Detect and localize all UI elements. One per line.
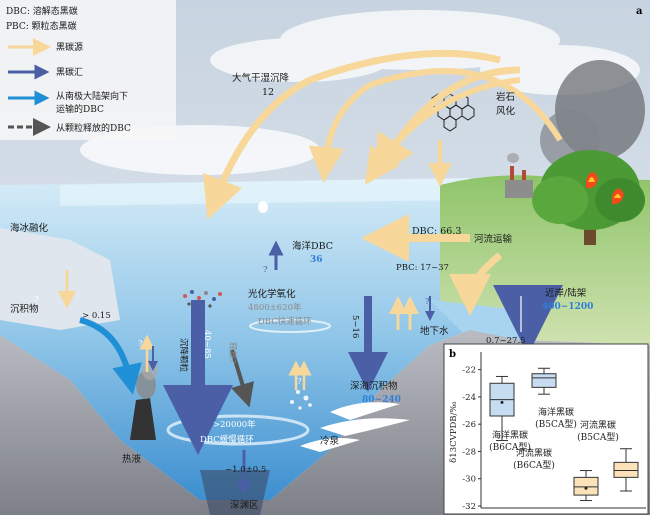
bubbles — [290, 390, 312, 410]
legend-pbc-def: PBC: 颗粒态黑碳 — [6, 20, 77, 32]
photo-label: 光化学氧化 — [248, 288, 296, 300]
trench — [200, 470, 270, 515]
box-mean — [584, 486, 588, 490]
box-label-type: (B5CA型) — [535, 419, 577, 430]
legend-dbc-def: DBC: 溶解态黑碳 — [6, 5, 78, 17]
legend-particle: 从颗粒释放的DBC — [56, 122, 131, 134]
legend-background — [0, 0, 176, 140]
atmos-value: 12 — [262, 87, 274, 98]
atmos-label: 大气干湿沉降 — [232, 72, 290, 84]
box-4: 河流黑碳(B5CA型) — [577, 419, 639, 492]
legend-sink: 黑碳汇 — [56, 66, 83, 78]
release-label: 释放? — [227, 342, 238, 364]
river-dbc-label: DBC: 66.3 — [412, 226, 461, 237]
river-transport-label: 河流运输 — [474, 233, 513, 245]
deep-sediment-value: 80~240 — [362, 395, 401, 405]
box-label: 河流黑碳 — [516, 447, 552, 459]
coastal-label: 近岸/陆架 — [545, 287, 587, 299]
box-label-type: (B5CA型) — [577, 432, 619, 443]
ocean-dbc-value: 36 — [310, 255, 323, 265]
y-tick-label: -28 — [462, 447, 476, 457]
legend: DBC: 溶解态黑碳 PBC: 颗粒态黑碳 黑碳源 黑碳汇 从南极大陆架向下 运… — [0, 0, 176, 140]
box-iqr — [573, 476, 599, 496]
q-vent: ? — [138, 339, 143, 349]
y-tick-label: -30 — [462, 475, 476, 485]
y-tick-label: -26 — [462, 420, 476, 430]
y-tick-label: -22 — [462, 366, 476, 376]
box-label: 海洋黑碳 — [538, 406, 574, 418]
deep-sediment-label: 深海沉积物 — [350, 380, 398, 392]
rock-label-2: 风化 — [496, 105, 516, 117]
gt015-label: > 0.15 — [82, 311, 111, 321]
legend-antarctic: 从南极大陆架向下 — [56, 90, 128, 102]
ocean-body — [0, 178, 470, 500]
hydrothermal-label: 热液 — [122, 453, 142, 465]
box-1: 海洋黑碳(B6CA型) — [489, 375, 531, 453]
deep-range-label: 5~16 — [350, 315, 360, 338]
inset-background — [443, 343, 649, 515]
cold-seep-waves — [300, 402, 410, 452]
ice-shelf — [0, 228, 120, 330]
panel-label-b: b — [449, 349, 456, 360]
cold-seep-label: 冷泉 — [320, 435, 340, 447]
settling-label: 沉降颗粒 — [178, 338, 189, 373]
legend-antarctic-2: 运输的DBC — [56, 103, 104, 115]
photo-value: 4800±620年 — [248, 302, 302, 313]
box-label: 河流黑碳 — [580, 419, 616, 431]
atmos-deposition-arrow-4 — [308, 68, 563, 183]
ocean-dbc-label: 海洋DBC — [292, 240, 333, 252]
y-tick-label: -32 — [462, 502, 476, 512]
sea-ice-label: 海冰融化 — [10, 222, 49, 234]
q-ocean: ? — [263, 265, 268, 275]
coastal-value: 400~1200 — [542, 302, 593, 312]
fast-cycle-loop — [249, 319, 331, 333]
box-2: 海洋黑碳(B5CA型) — [531, 367, 577, 430]
y-axis-label: δ13CVPDB/‰ — [449, 401, 459, 463]
y-tick-label: -24 — [462, 393, 476, 403]
q-sediment: ? — [297, 377, 302, 387]
box-label-type: (B6CA型) — [489, 442, 531, 453]
box-iqr — [613, 461, 639, 478]
abyss-value: ~1.0±0.5 — [225, 465, 266, 475]
shelf-range-label: 0.7~27.5 — [486, 336, 526, 346]
box-mean — [500, 400, 504, 404]
q-groundwater: ? — [425, 297, 430, 307]
slow-cycle-label: DBC缓慢循环 — [200, 434, 254, 445]
antarctic-transport-arrow — [79, 317, 142, 395]
abyss-label: 深渊区 — [230, 500, 259, 511]
q-sea-ice: ? — [34, 295, 39, 305]
box-label: 海洋黑碳 — [492, 429, 528, 441]
forest-fire — [532, 60, 645, 245]
inset-box-plot: b δ13CVPDB/‰ -22-24-26-28-30-32 海洋黑碳(B6C… — [443, 343, 649, 515]
river-pbc-arrow — [449, 252, 503, 316]
ocean-surface — [60, 178, 470, 206]
river-pbc-label: PBC: 17~37 — [396, 263, 449, 273]
sediment-label: 沉积物 — [10, 303, 39, 315]
legend-source: 黑碳源 — [56, 41, 83, 53]
slow-age-label: >20000年 — [213, 419, 256, 430]
factory — [505, 153, 533, 198]
atmos-deposition-arrow-1 — [203, 49, 501, 220]
box-3: 河流黑碳(B6CA型) — [513, 447, 599, 502]
box-label-type: (B6CA型) — [513, 460, 555, 471]
release-arrow — [230, 349, 254, 408]
boxes: 海洋黑碳(B6CA型)海洋黑碳(B5CA型)河流黑碳(B6CA型)河流黑碳(B5… — [489, 367, 639, 502]
panel-label-a: a — [636, 6, 643, 17]
rock-label-1: 岩石 — [496, 91, 515, 103]
floating-particle — [258, 201, 268, 213]
y-ticks: -22 -24 -26 -28 -30 -32 — [462, 366, 481, 512]
fast-cycle-label: DBC快速循环 — [258, 316, 312, 327]
groundwater-label: 地下水 — [420, 325, 449, 337]
box-iqr — [531, 373, 557, 388]
settling-range: 40~85 — [202, 330, 212, 359]
particle-dots — [183, 290, 222, 308]
